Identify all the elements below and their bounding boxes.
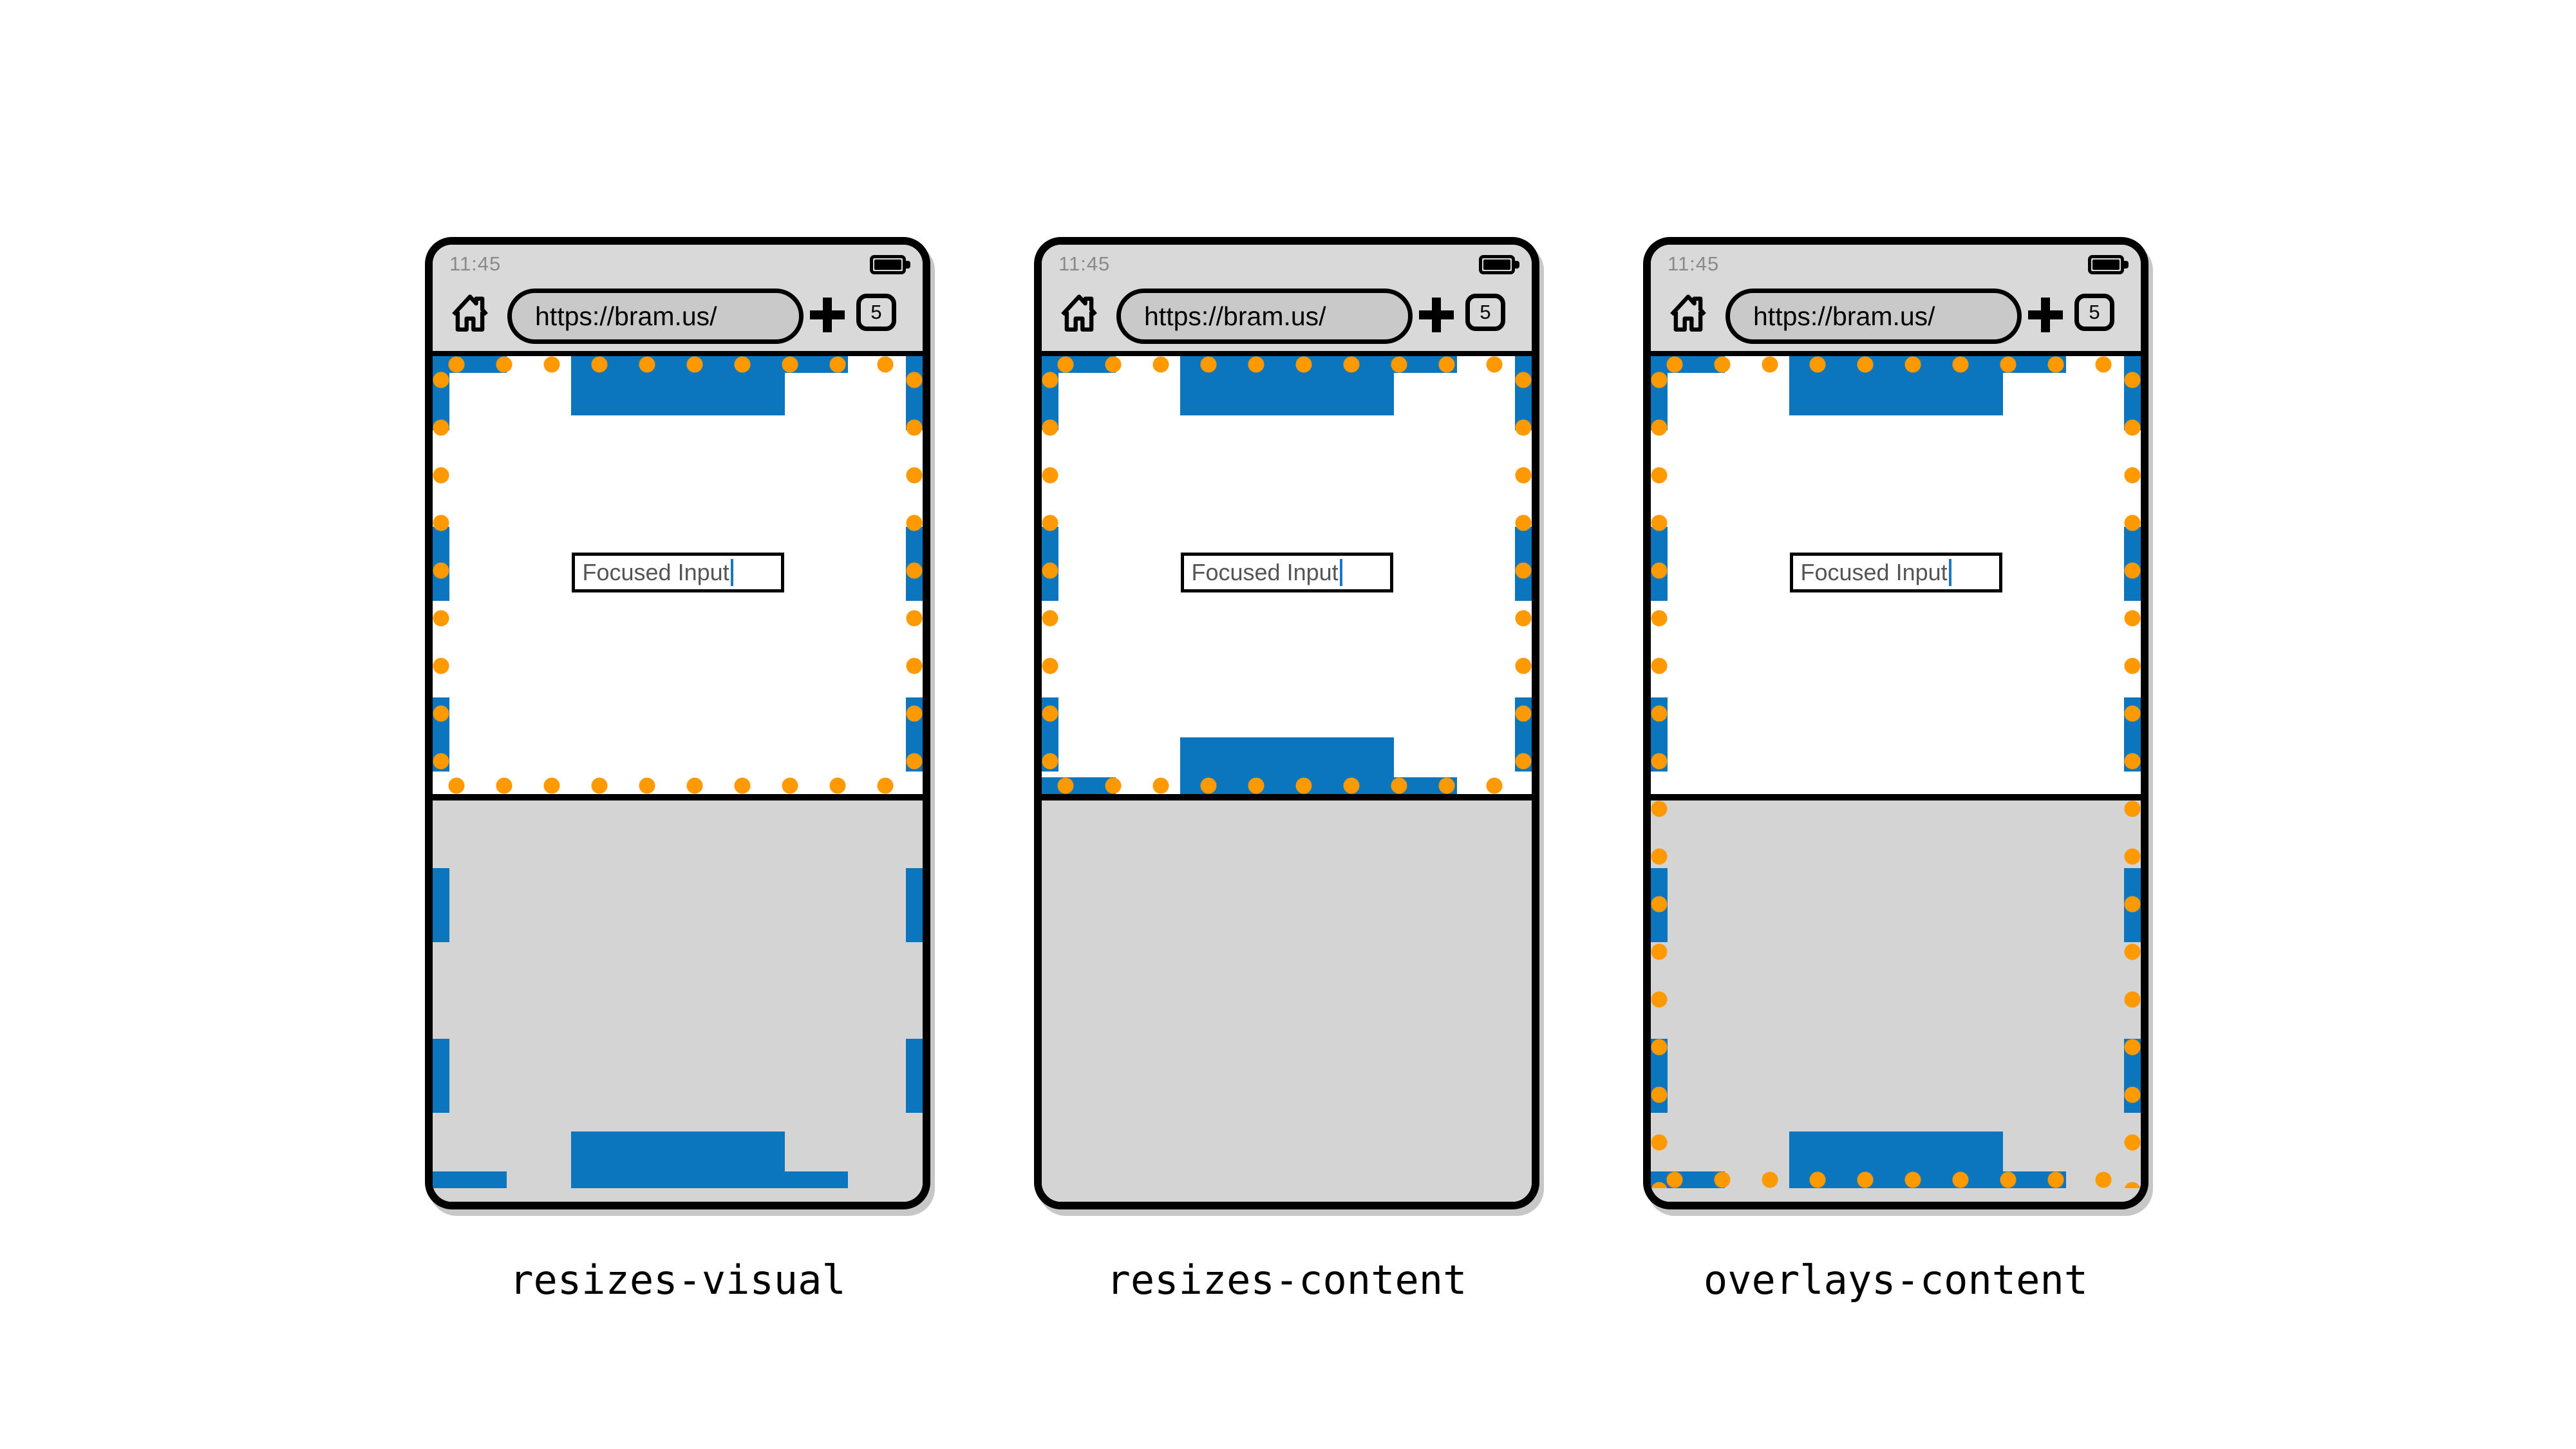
page-header-block xyxy=(570,356,785,415)
page-content: Focused Input xyxy=(433,356,923,1202)
layout-viewport-border-top xyxy=(1042,356,1532,373)
url-bar[interactable]: https://bram.us/ xyxy=(507,289,804,344)
page-content: Focused Input xyxy=(1042,356,1532,1202)
layout-viewport-border-left xyxy=(1042,356,1058,794)
browser-chrome: 11:45 https://bram.us/ 5 xyxy=(433,245,923,356)
url-bar[interactable]: https://bram.us/ xyxy=(1116,289,1413,344)
home-button[interactable] xyxy=(448,290,492,334)
layout-viewport-border-top xyxy=(433,356,923,373)
url-text: https://bram.us/ xyxy=(1144,301,1326,331)
browser-chrome: 11:45 https://bram.us/ 5 xyxy=(1651,245,2141,356)
layout-viewport-border-top xyxy=(1651,356,2141,373)
variant-label-resizes-content: resizes-content xyxy=(1106,1256,1467,1303)
virtual-keyboard xyxy=(1042,794,1532,1202)
battery-full-icon xyxy=(1479,255,1519,274)
layout-viewport-border-right xyxy=(1515,356,1532,794)
focused-input[interactable]: Focused Input xyxy=(571,553,784,592)
text-caret xyxy=(1339,559,1342,586)
visual-viewport-dots-top xyxy=(433,356,923,373)
battery-full-icon xyxy=(2088,255,2129,274)
home-icon xyxy=(1061,294,1097,332)
text-caret xyxy=(730,559,733,586)
visual-viewport-dots-bottom xyxy=(433,777,923,794)
home-button[interactable] xyxy=(1666,290,1710,334)
phone-mockup-overlays-content: 11:45 https://bram.us/ 5 xyxy=(1643,237,2148,1209)
home-icon xyxy=(452,294,488,332)
virtual-keyboard xyxy=(1651,794,2141,1202)
virtual-keyboard xyxy=(433,794,923,1202)
focused-input-value: Focused Input xyxy=(1800,559,1948,585)
status-time: 11:45 xyxy=(1058,252,1111,275)
new-tab-button plus-icon[interactable] xyxy=(810,298,845,332)
focused-input[interactable]: Focused Input xyxy=(1789,553,2002,592)
visual-viewport-dots-right xyxy=(906,356,923,794)
tab-count: 5 xyxy=(870,301,882,323)
url-bar[interactable]: https://bram.us/ xyxy=(1725,289,2022,344)
visual-viewport-dots-right xyxy=(1515,356,1532,794)
browser-chrome: 11:45 https://bram.us/ 5 xyxy=(1042,245,1532,356)
visual-viewport-dots-top xyxy=(1042,356,1532,373)
focused-input-value: Focused Input xyxy=(1191,559,1339,585)
text-caret xyxy=(1948,559,1951,586)
home-icon xyxy=(1670,294,1706,332)
url-text: https://bram.us/ xyxy=(1753,301,1935,331)
focused-input[interactable]: Focused Input xyxy=(1180,553,1393,592)
tab-count: 5 xyxy=(2089,301,2100,323)
visual-viewport-dots-left xyxy=(433,356,449,794)
focused-input-value: Focused Input xyxy=(582,559,729,585)
visual-viewport-dots-top xyxy=(1651,356,2141,373)
visual-viewport-dots-left xyxy=(1042,356,1058,794)
visual-viewport-dots-bottom xyxy=(1042,777,1532,794)
phone-mockup-resizes-visual: 11:45 https://bram.us/ 5 xyxy=(425,237,930,1209)
page-header-block xyxy=(1180,356,1394,415)
tab-counter-button[interactable]: 5 xyxy=(856,294,896,331)
url-text: https://bram.us/ xyxy=(535,301,717,331)
page-content: Focused Input xyxy=(1651,356,2141,1202)
battery-full-icon xyxy=(870,255,910,274)
variant-label-resizes-visual: resizes-visual xyxy=(509,1256,846,1303)
page-header-block xyxy=(1789,356,2003,415)
tab-counter-button[interactable]: 5 xyxy=(2074,294,2114,331)
tab-counter-button[interactable]: 5 xyxy=(1465,294,1505,331)
home-button[interactable] xyxy=(1057,290,1101,334)
phone-mockup-resizes-content: 11:45 https://bram.us/ 5 xyxy=(1034,237,1539,1209)
new-tab-button plus-icon[interactable] xyxy=(1419,298,1454,332)
new-tab-button plus-icon[interactable] xyxy=(2028,298,2063,332)
tab-count: 5 xyxy=(1480,301,1491,323)
status-time: 11:45 xyxy=(1668,252,1720,275)
layout-viewport-border-bottom xyxy=(1042,777,1532,794)
status-time: 11:45 xyxy=(449,252,502,275)
page-footer-block xyxy=(1180,737,1394,794)
variant-label-overlays-content: overlays-content xyxy=(1703,1256,2089,1303)
